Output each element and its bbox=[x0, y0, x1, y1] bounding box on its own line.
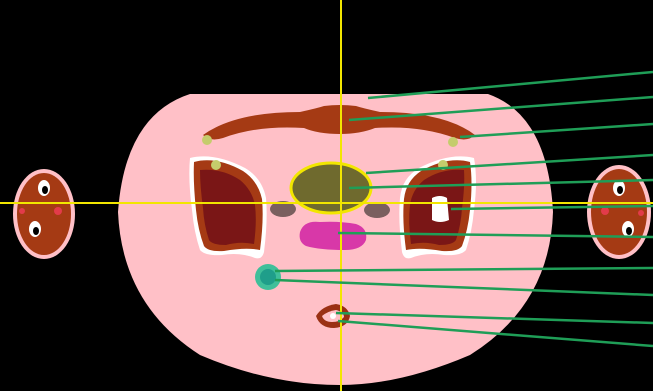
leader-line-1 bbox=[368, 72, 653, 98]
marker-sphere bbox=[255, 264, 281, 290]
prostate-rectum bbox=[300, 222, 367, 250]
arm-cross-section-left bbox=[13, 169, 75, 259]
